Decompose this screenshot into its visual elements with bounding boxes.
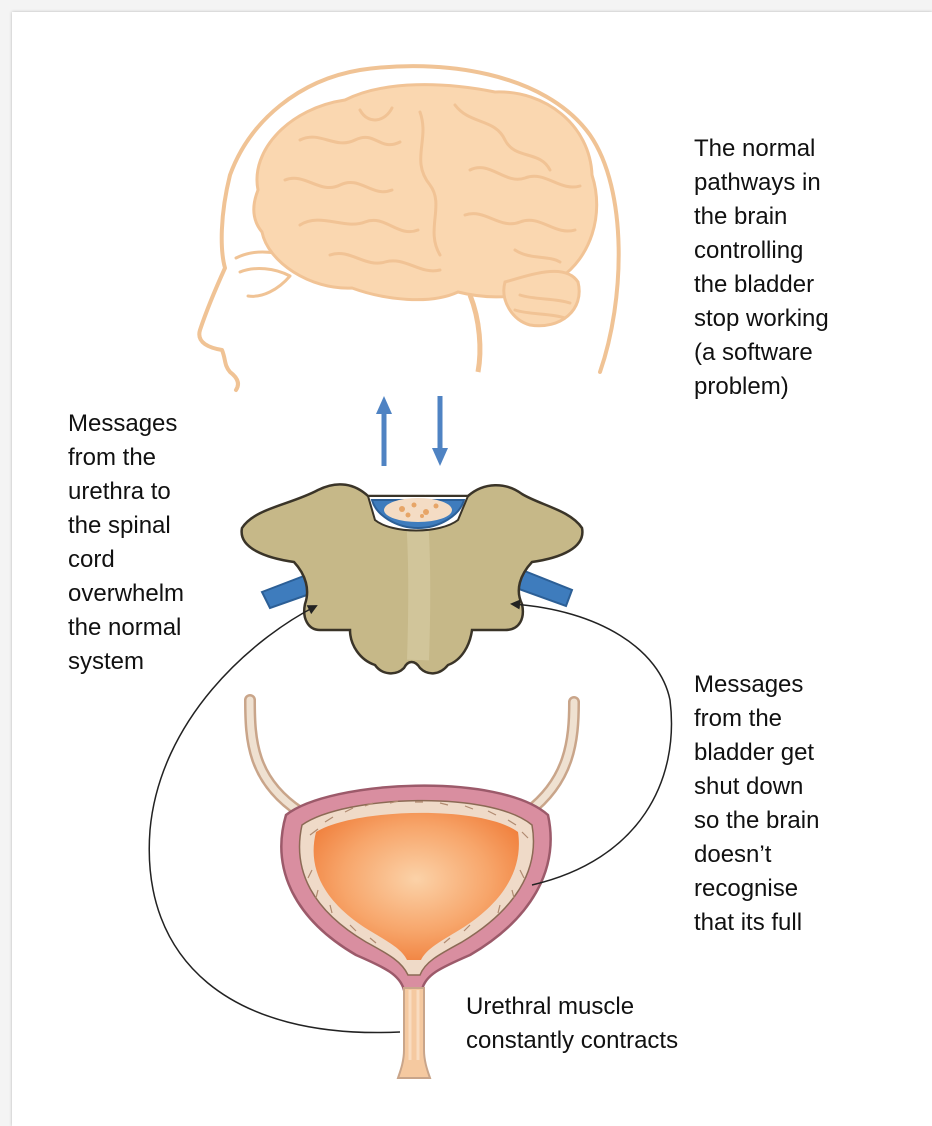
urethra-messages-caption: Messages from the urethra to the spinal … [68,407,184,679]
down-arrowhead-icon [432,448,448,466]
caption-line: the normal [68,611,184,645]
caption-line: from the [68,441,184,475]
caption-line: bladder get [694,736,819,770]
caption-line: the brain [694,200,829,234]
bladder-messages-caption: Messages from the bladder get shut down … [694,668,819,940]
caption-line: pathways in [694,166,829,200]
caption-line: overwhelm [68,577,184,611]
caption-line: system [68,645,184,679]
caption-line: stop working [694,302,829,336]
caption-line: The normal [694,132,829,166]
caption-line: problem) [694,370,829,404]
caption-line: that its full [694,906,819,940]
caption-line: recognise [694,872,819,906]
caption-line: doesn’t [694,838,819,872]
caption-line: Messages [68,407,184,441]
urethra [398,988,430,1078]
signal-arrows [376,396,448,466]
brain-pathways-caption: The normal pathways in the brain control… [694,132,829,404]
caption-line: so the brain [694,804,819,838]
urethral-muscle-caption: Urethral muscle constantly contracts [466,990,678,1058]
caption-line: Messages [694,668,819,702]
up-arrowhead-icon [376,396,392,414]
caption-line: cord [68,543,184,577]
caption-line: urethra to [68,475,184,509]
caption-line: constantly contracts [466,1024,678,1058]
brain [254,85,597,372]
caption-line: (a software [694,336,829,370]
caption-line: shut down [694,770,819,804]
caption-line: from the [694,702,819,736]
caption-line: controlling [694,234,829,268]
caption-line: the spinal [68,509,184,543]
caption-line: Urethral muscle [466,990,678,1024]
caption-line: the bladder [694,268,829,302]
